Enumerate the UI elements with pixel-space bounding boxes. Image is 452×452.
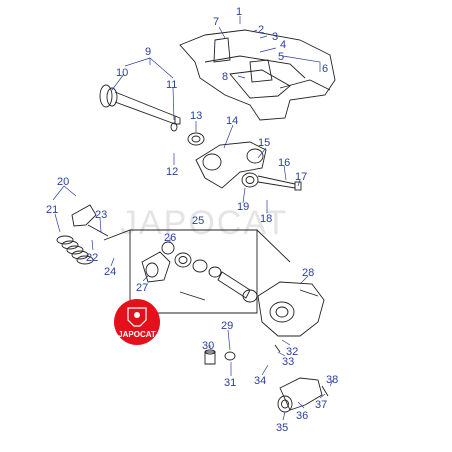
callout-20: 20 — [57, 176, 69, 188]
pinion-group-box — [103, 229, 291, 314]
fastener-parts — [204, 344, 281, 365]
logo-emblem-dot-icon — [134, 312, 140, 318]
callout-24: 24 — [104, 266, 116, 278]
callout-5: 5 — [278, 51, 284, 63]
callout-12: 12 — [166, 166, 178, 178]
shift-fork-boot — [56, 204, 109, 265]
callout-25: 25 — [192, 215, 204, 227]
gear-set — [141, 241, 258, 303]
callout-35: 35 — [276, 422, 288, 434]
axle-shaft — [99, 84, 181, 132]
callout-38: 38 — [326, 374, 338, 386]
callout-33: 33 — [282, 356, 294, 368]
callout-31: 31 — [224, 377, 236, 389]
callout-1: 1 — [236, 6, 242, 18]
callout-6: 6 — [322, 63, 328, 75]
callout-7: 7 — [213, 16, 219, 28]
callout-4: 4 — [280, 39, 286, 51]
callout-11: 11 — [166, 79, 177, 91]
callout-37: 37 — [315, 399, 327, 411]
callout-2: 2 — [258, 24, 264, 36]
callout-14: 14 — [226, 115, 238, 127]
callout-13: 13 — [190, 110, 202, 122]
watermark-text: JAPOCAT — [120, 204, 288, 242]
leader-lines — [52, 16, 334, 421]
callout-30: 30 — [202, 340, 214, 352]
callout-18: 18 — [260, 213, 272, 225]
callout-28: 28 — [302, 267, 314, 279]
callout-15: 15 — [258, 137, 270, 149]
callout-19: 19 — [237, 201, 249, 213]
logo-circle — [114, 299, 160, 345]
callout-numbers: 1 2 3 4 5 6 7 8 9 10 11 12 13 14 15 16 1… — [46, 6, 338, 434]
brand-logo: JAPOCAT — [114, 299, 160, 345]
callout-27: 27 — [136, 282, 148, 294]
callout-36: 36 — [296, 410, 308, 422]
seal — [187, 132, 205, 146]
callout-17: 17 — [295, 171, 307, 183]
callout-26: 26 — [164, 232, 176, 244]
callout-9: 9 — [145, 46, 151, 58]
logo-text: JAPOCAT — [118, 330, 156, 339]
frame-crossmember — [179, 29, 336, 121]
callout-34: 34 — [254, 375, 266, 387]
bushing-assembly — [241, 172, 302, 191]
mount-bracket — [195, 141, 267, 189]
callout-16: 16 — [278, 157, 290, 169]
callout-8: 8 — [222, 71, 228, 83]
callout-10: 10 — [116, 67, 128, 79]
logo-emblem-icon — [127, 307, 147, 327]
callout-22: 22 — [86, 252, 98, 264]
callout-29: 29 — [221, 320, 233, 332]
differential-housing — [257, 281, 325, 337]
callout-32: 32 — [286, 346, 298, 358]
callout-21: 21 — [46, 204, 58, 216]
callout-23: 23 — [95, 209, 107, 221]
callout-3: 3 — [272, 31, 278, 43]
